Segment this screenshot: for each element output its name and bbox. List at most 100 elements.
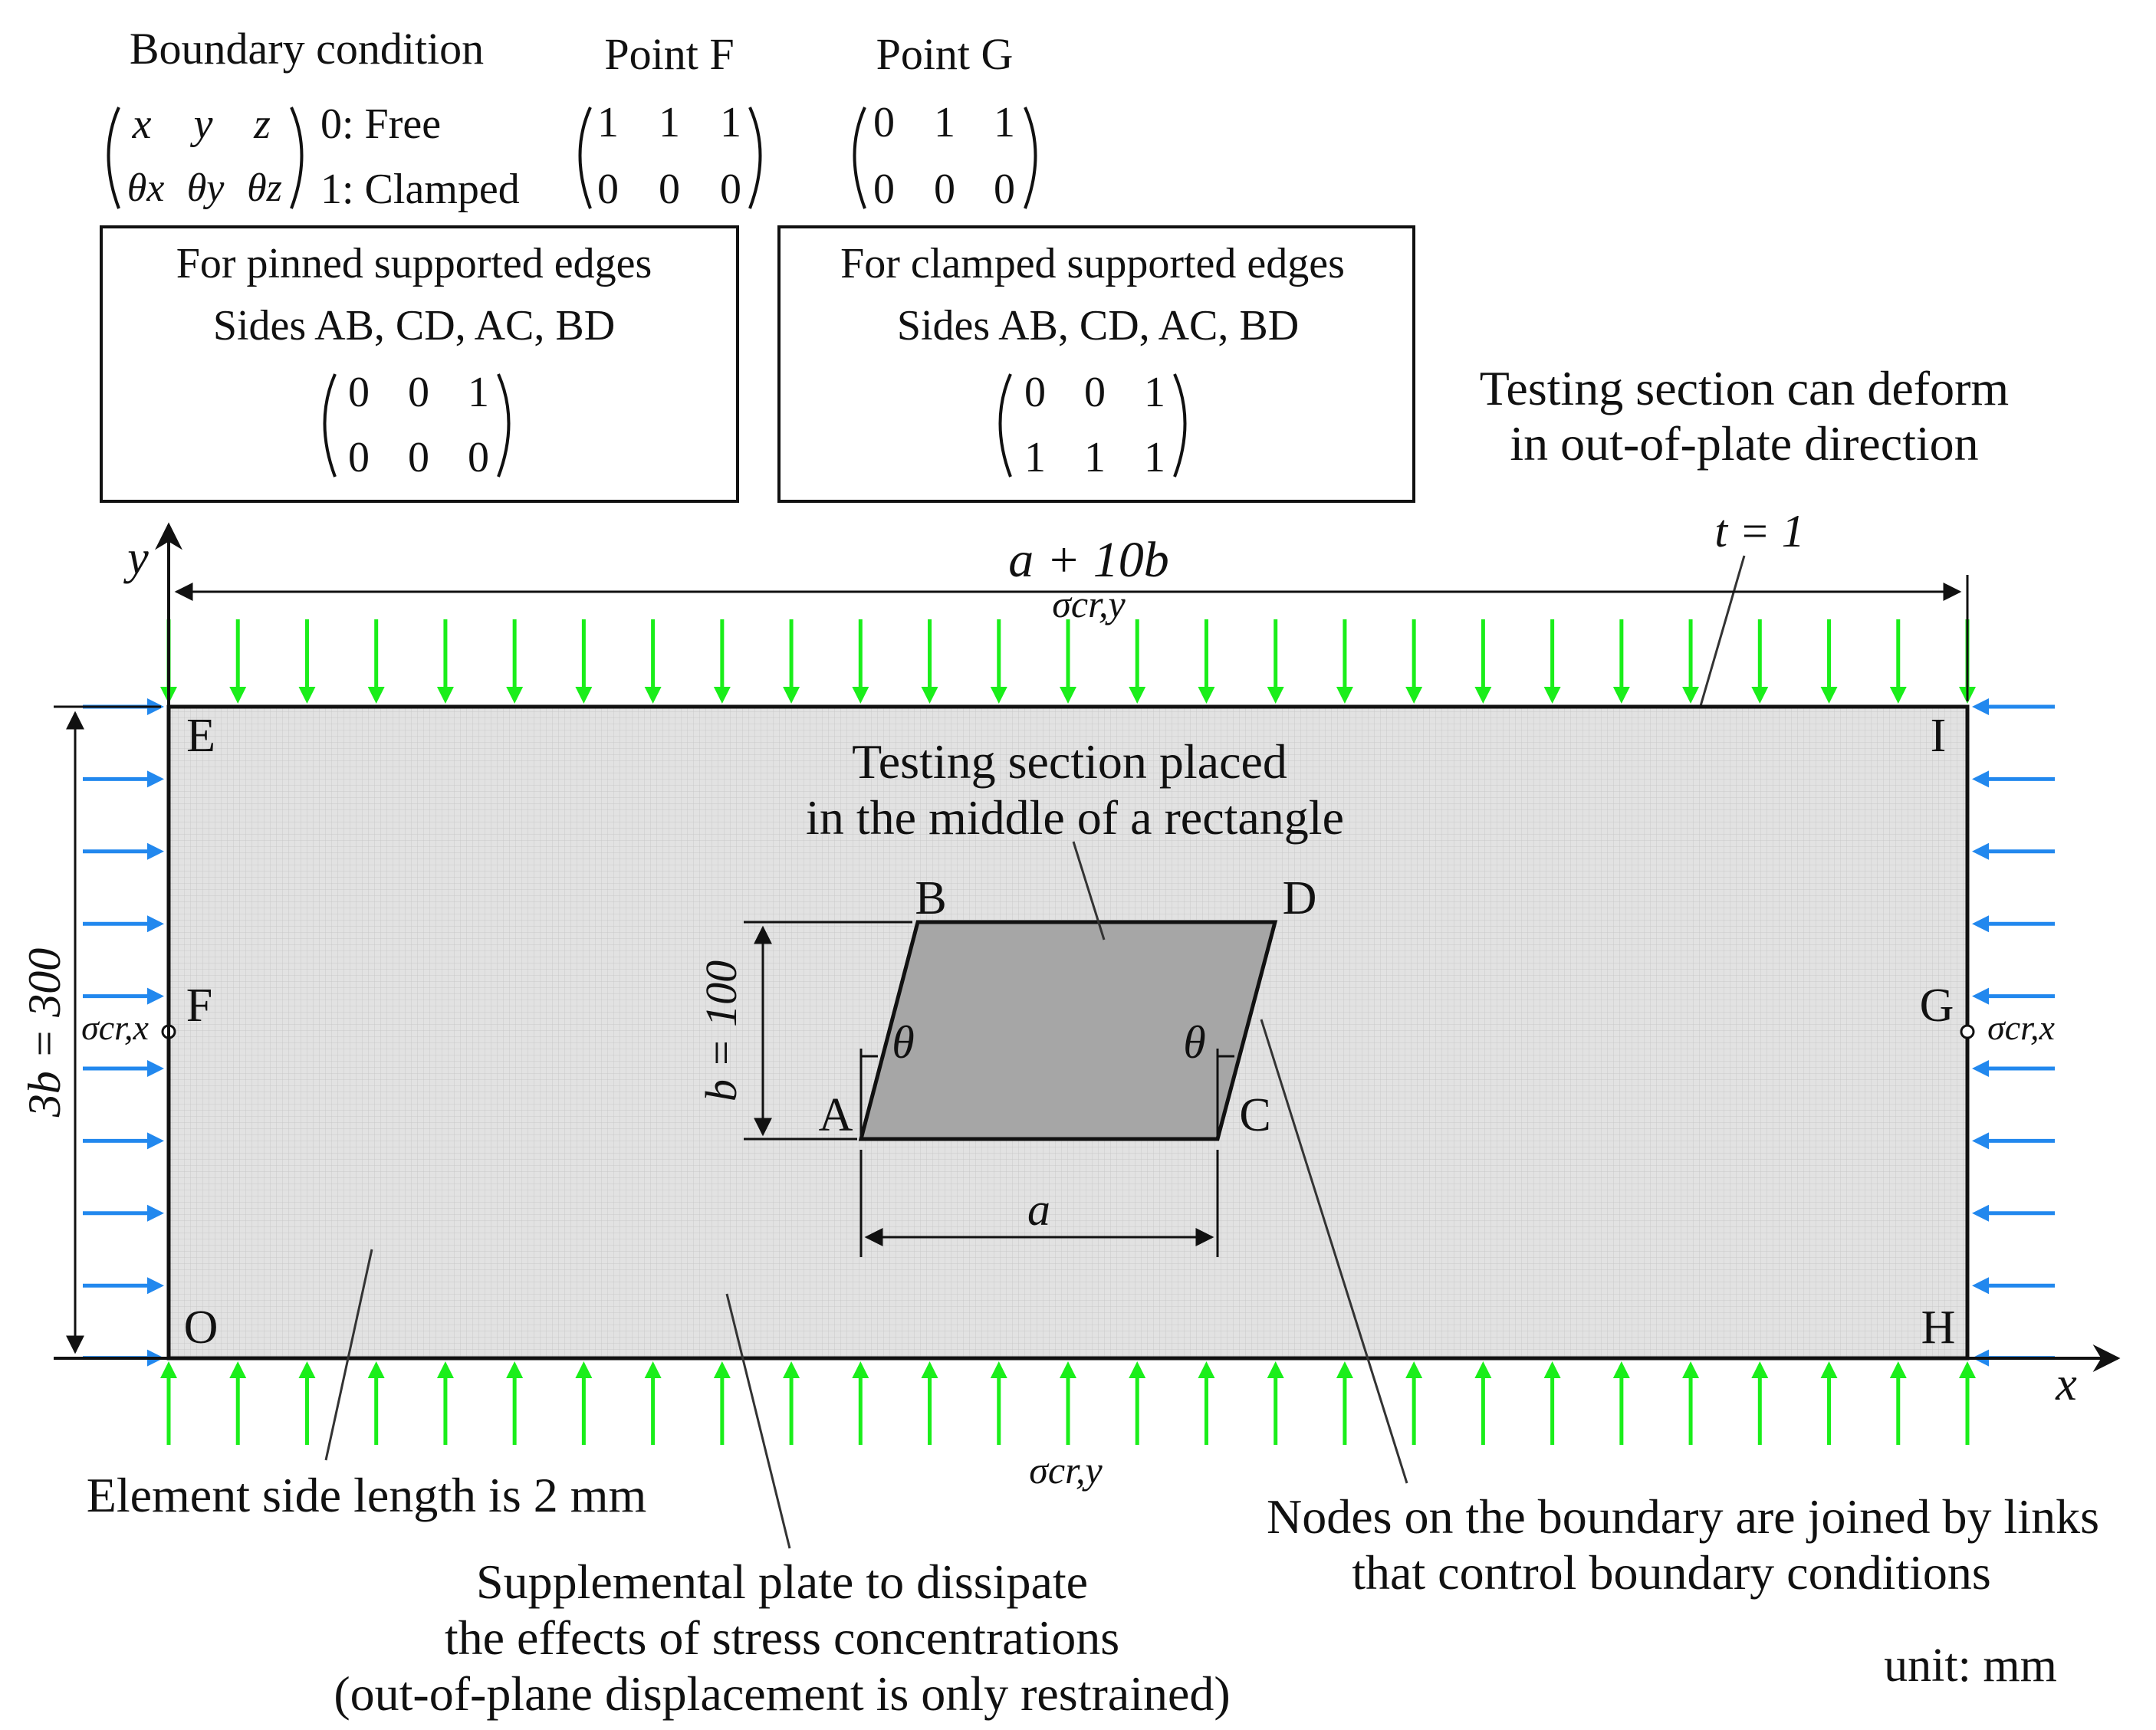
sigma-x-left-arrow (83, 1277, 164, 1295)
sigma-x-right-arrows (1972, 698, 2055, 1367)
supplemental-leader-line (725, 1293, 791, 1549)
sigma-x-right-arrow (1972, 1277, 2055, 1295)
sigma-y-top-arrow (1682, 619, 1700, 704)
dim-a-label: a (1027, 1184, 1050, 1235)
sigma-x-right-arrow (1972, 987, 2055, 1005)
sigma-y-bottom-arrow (1129, 1361, 1146, 1445)
svg-text:0: 0 (1084, 369, 1106, 416)
svg-text:0: 0 (1024, 369, 1046, 416)
sigma-y-top-arrow (298, 619, 316, 704)
sigma-y-bottom-arrow (1405, 1361, 1423, 1445)
sigma-y-top-label: σcr,y (1052, 583, 1126, 625)
testing-section (858, 920, 1278, 1141)
clamped-box-matrix: 0 0 1 1 1 1 (998, 369, 1187, 481)
sigma-x-right-arrow (1972, 1132, 2055, 1150)
sigma-y-top-arrow (1751, 619, 1769, 704)
sigma-y-top-arrow (1820, 619, 1838, 704)
sigma-y-top-arrow (990, 619, 1007, 704)
dof-z: z (253, 100, 271, 148)
clamped-label: 1: Clamped (320, 166, 520, 213)
sigma-y-top-arrow (713, 619, 731, 704)
sigma-y-top-arrow (229, 619, 247, 704)
point-D-label: D (1283, 872, 1317, 924)
deform-note-line2: in out-of-plate direction (1510, 416, 1978, 471)
theta-right-label: θ (1183, 1017, 1205, 1068)
testing-note-line2: in the middle of a rectangle (806, 790, 1344, 845)
dim-b-label: b = 100 (696, 960, 746, 1101)
svg-text:1: 1 (720, 99, 741, 146)
sigma-y-top-arrow (783, 619, 800, 704)
svg-text:0: 0 (659, 166, 680, 213)
dof-x: x (132, 100, 152, 148)
dim-height-label: 3b = 300 (19, 948, 70, 1118)
sigma-x-left-arrow (83, 1204, 164, 1222)
sigma-y-bottom-arrow (1820, 1361, 1838, 1445)
svg-text:0: 0 (873, 166, 895, 213)
sigma-y-top-arrow (436, 619, 454, 704)
nodes-note-line1: Nodes on the boundary are joined by link… (1267, 1489, 2099, 1544)
svg-text:0: 0 (348, 369, 370, 416)
svg-text:1: 1 (597, 99, 619, 146)
sigma-y-bottom-arrow (1060, 1361, 1076, 1445)
point-G-label: G (1920, 980, 1954, 1032)
svg-text:1: 1 (468, 369, 489, 416)
pinned-box (100, 225, 739, 503)
sigma-y-top-arrow (1889, 619, 1907, 704)
deform-note-line1: Testing section can deform (1480, 361, 2009, 415)
sigma-y-bottom-arrow (990, 1361, 1007, 1445)
sigma-y-bottom-arrow (1543, 1361, 1561, 1445)
sigma-y-bottom-arrow (1751, 1361, 1769, 1445)
svg-text:0: 0 (994, 166, 1015, 213)
sigma-x-left-arrow (83, 770, 164, 788)
svg-text:1: 1 (1024, 434, 1046, 481)
sigma-x-left-arrow (83, 1132, 164, 1150)
sigma-y-bottom-arrow (852, 1361, 869, 1445)
sigma-y-top-arrow (367, 619, 385, 704)
sigma-y-bottom-arrow (160, 1361, 177, 1445)
svg-text:1: 1 (994, 99, 1015, 146)
svg-text:1: 1 (934, 99, 955, 146)
thickness-label: t = 1 (1714, 506, 1804, 556)
sigma-y-bottom-arrow (921, 1361, 938, 1445)
point-C-label: C (1239, 1089, 1270, 1141)
sigma-x-left-arrow (83, 915, 164, 933)
clamped-box-sides: Sides AB, CD, AC, BD (897, 302, 1299, 350)
sigma-y-bottom-arrow (298, 1361, 316, 1445)
svg-text:0: 0 (873, 99, 895, 146)
sigma-y-bottom-arrow (1889, 1361, 1907, 1445)
pinned-box-title: For pinned supported edges (176, 240, 652, 287)
svg-text:1: 1 (1144, 369, 1165, 416)
free-label: 0: Free (320, 100, 441, 148)
element-size-note: Element side length is 2 mm (87, 1468, 647, 1522)
sigma-y-top-arrow (506, 619, 524, 704)
dof-y: y (190, 100, 213, 148)
dof-theta-x: θx (127, 166, 165, 210)
sigma-y-bottom-label: σcr,y (1029, 1449, 1103, 1492)
sigma-x-right-arrow (1972, 1204, 2055, 1222)
element-size-leader-line (324, 1249, 373, 1461)
supplemental-note-line1: Supplemental plate to dissipate (476, 1554, 1088, 1609)
svg-text:0: 0 (348, 434, 370, 481)
sigma-y-bottom-arrow (1336, 1361, 1353, 1445)
svg-text:0: 0 (934, 166, 955, 213)
sigma-y-top-arrow (1543, 619, 1561, 704)
clamped-box-title: For clamped supported edges (840, 240, 1345, 287)
point-E-label: E (186, 710, 215, 762)
sigma-x-left-arrow (83, 987, 164, 1005)
point-f-matrix: 1 1 1 0 0 0 (578, 99, 762, 213)
dim-width-label: a + 10b (1008, 532, 1169, 588)
sigma-y-bottom-arrow (1612, 1361, 1630, 1445)
sigma-y-top-arrow (644, 619, 662, 704)
sigma-x-right-arrow (1972, 770, 2055, 788)
sigma-x-right-arrow (1972, 915, 2055, 933)
sigma-y-bottom-arrow (1198, 1361, 1215, 1445)
sigma-y-top-arrow (1129, 619, 1146, 704)
x-axis-label: x (2055, 1358, 2077, 1410)
sigma-x-left-arrow (83, 1060, 164, 1077)
point-B-label: B (915, 872, 946, 924)
sigma-x-right-label: σcr,x (1987, 1008, 2055, 1047)
nodes-leader-line (1260, 1019, 1408, 1484)
svg-text:1: 1 (1084, 434, 1106, 481)
dof-theta-z: θz (247, 166, 282, 210)
sigma-x-right-arrow (1972, 698, 2055, 715)
